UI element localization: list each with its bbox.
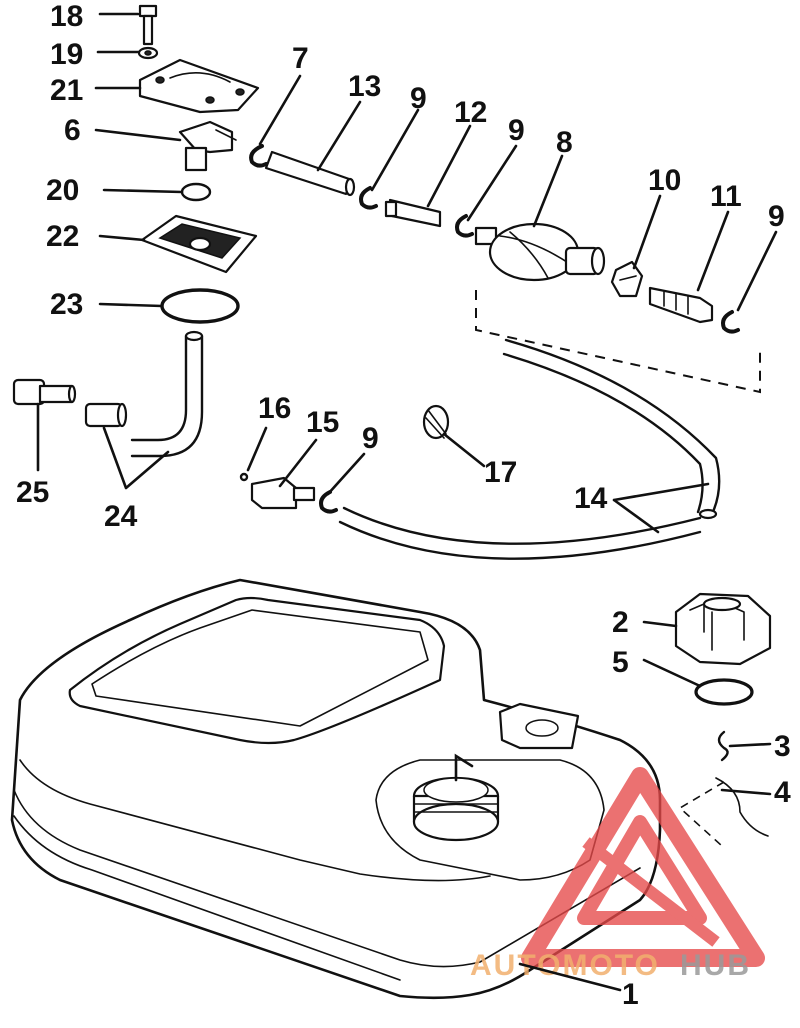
- label-7: 7: [292, 42, 309, 75]
- label-17: 17: [484, 456, 517, 489]
- label-8: 8: [556, 126, 573, 159]
- watermark-text: AUTOMOTO HUB: [470, 949, 751, 982]
- part-9-clip-2: [455, 214, 474, 238]
- label-15: 15: [306, 406, 339, 439]
- part-number-labels: 18 19 21 6 20 22 23 25 24 7 13 9 12 9 8 …: [16, 0, 791, 1011]
- watermark-text-secondary: HUB: [680, 949, 751, 982]
- part-23-gasket-ring: [160, 288, 240, 324]
- part-9-clip-1: [359, 186, 378, 210]
- label-2: 2: [612, 606, 629, 639]
- part-12-connector: [384, 198, 442, 228]
- label-22: 22: [46, 220, 79, 253]
- label-1: 1: [622, 978, 639, 1011]
- watermark-logo: [521, 767, 765, 967]
- label-5: 5: [612, 646, 629, 679]
- part-25-filter: [12, 378, 77, 406]
- part-21-clamp-plate: [138, 58, 260, 114]
- label-18: 18: [50, 0, 83, 33]
- part-22-fuel-gauge-plate: [140, 214, 258, 274]
- label-11: 11: [710, 180, 742, 213]
- part-19-washer: [137, 46, 159, 60]
- label-21: 21: [50, 74, 83, 107]
- part-7-clip: [249, 144, 268, 168]
- part-1-fuel-tank: [10, 578, 662, 1000]
- label-3: 3: [774, 730, 791, 763]
- part-13-hose: [264, 150, 356, 197]
- fuel-pickup-tube: [130, 330, 204, 458]
- part-17-hose-clamp: [422, 404, 450, 440]
- leader-lines: [36, 12, 778, 992]
- label-9-a: 9: [410, 82, 427, 115]
- label-9-b: 9: [508, 114, 525, 147]
- part-20-o-ring: [180, 182, 212, 202]
- part-3-retainer-clip: [717, 730, 729, 762]
- label-10: 10: [648, 164, 681, 197]
- label-24: 24: [104, 500, 138, 533]
- part-6-fuel-fitting: [178, 120, 237, 172]
- label-19: 19: [50, 38, 83, 71]
- label-16: 16: [258, 392, 291, 425]
- part-18-bolt: [138, 4, 158, 46]
- label-20: 20: [46, 174, 79, 207]
- part-14-fuel-hose: [338, 338, 721, 560]
- label-12: 12: [454, 96, 487, 129]
- label-4: 4: [774, 776, 791, 809]
- part-2-filler-cap: [674, 592, 772, 666]
- part-8-primer-bulb: [474, 222, 606, 282]
- part-10-hose-nut: [610, 260, 644, 298]
- label-9-c: 9: [768, 200, 785, 233]
- part-24-hose-pieces: [84, 402, 128, 428]
- label-13: 13: [348, 70, 381, 103]
- label-25: 25: [16, 476, 49, 509]
- part-4-tether-wire: [678, 781, 725, 847]
- part-9-clip-4: [319, 490, 338, 514]
- part-4-tether: [715, 777, 769, 837]
- label-14: 14: [574, 482, 608, 515]
- part-11-quick-connector: [648, 286, 714, 324]
- label-23: 23: [50, 288, 83, 321]
- part-15-tank-connector: [250, 476, 316, 510]
- part-16-o-ring: [239, 472, 249, 482]
- label-9-d: 9: [362, 422, 379, 455]
- label-6: 6: [64, 114, 81, 147]
- part-5-cap-gasket: [694, 678, 754, 706]
- part-9-clip-3: [721, 310, 740, 334]
- hose-length-bracket: [475, 290, 761, 394]
